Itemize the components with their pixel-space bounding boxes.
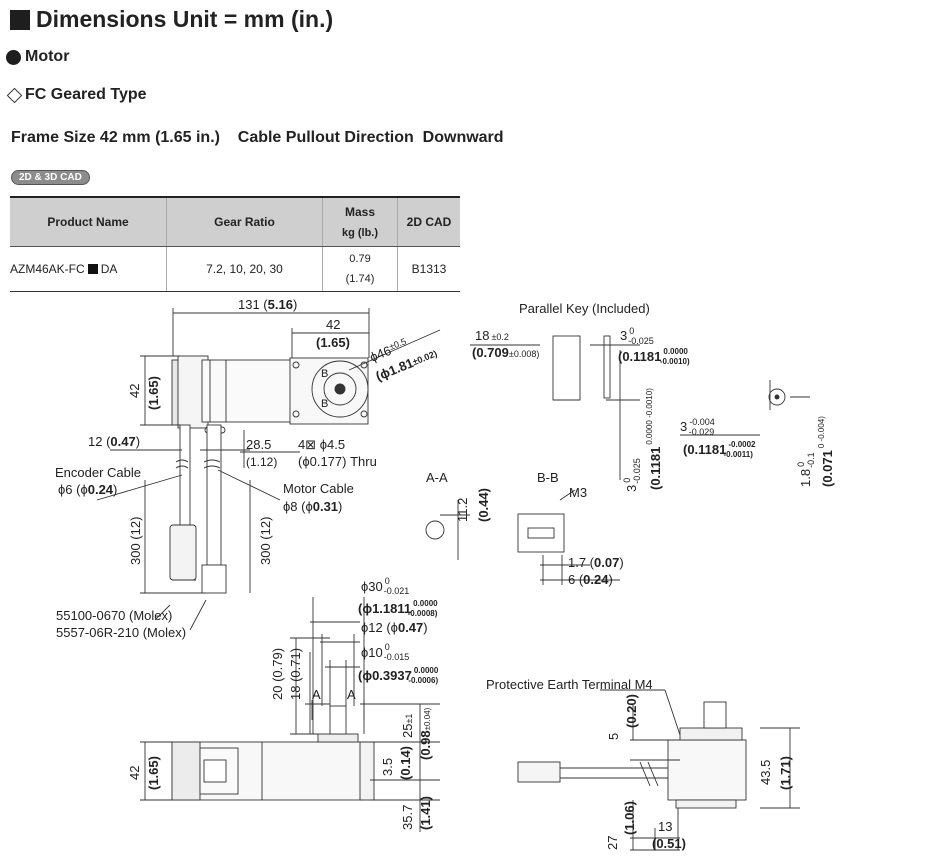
dim-5: 5 <box>606 733 621 740</box>
mass-lb: (1.74) <box>345 273 375 285</box>
dim-300-right: 300 (12) <box>258 517 273 565</box>
motor-front-view <box>169 355 369 594</box>
cell-gear: 7.2, 10, 20, 30 <box>166 246 323 292</box>
square-placeholder-icon <box>87 264 98 274</box>
vert-071: (0.0710 -0.004) <box>817 416 835 487</box>
section-aa: A-A <box>426 470 448 485</box>
vert-1-8: 1.80-0.1 <box>796 452 816 487</box>
table-header-row: Product Name Gear Ratio Mass kg (lb.) 2D… <box>10 196 460 247</box>
header-product: Product Name <box>10 196 167 247</box>
key-709: (0.709±0.008) <box>472 345 539 360</box>
dim-0-20: (0.20) <box>624 694 639 728</box>
dim-1-06: (1.06) <box>622 801 637 835</box>
dim-165-bottom: (1.65) <box>146 756 161 790</box>
dim-1-7: 1.7 (0.07) <box>568 555 624 570</box>
header-cad: 2D CAD <box>397 196 460 247</box>
dim-3-5: 3.5 <box>380 758 395 776</box>
cell-product: AZM46AK-FC DA <box>10 246 167 292</box>
encoder-cable-diameter: ϕ6 (ϕ0.24) <box>58 482 117 497</box>
dim-1-71: (1.71) <box>778 756 793 790</box>
dim-42-top: 42 <box>326 317 340 332</box>
motor-rear-view <box>517 701 747 809</box>
geared-type-heading: FC Geared Type <box>6 86 147 104</box>
encoder-cable-label: Encoder Cable <box>55 465 141 480</box>
table-row: AZM46AK-FC DA 7.2, 10, 20, 30 0.79 (1.74)… <box>10 246 460 292</box>
title-text: Dimensions Unit = mm (in.) <box>36 6 334 32</box>
dim-28-5: 28.5 <box>246 437 271 452</box>
dim-25: 25±1 <box>400 714 415 738</box>
header-mass-label: Mass <box>344 205 376 219</box>
connector-1: 55100-0670 (Molex) <box>56 608 172 623</box>
cell-mass: 0.79 (1.74) <box>322 246 398 292</box>
m3-label: M3 <box>569 485 587 500</box>
vert-3: 30-0.025 <box>622 458 642 492</box>
section-title: Dimensions Unit = mm (in.) <box>10 6 333 33</box>
motor-side-view <box>171 705 375 801</box>
header-mass-unit: kg (lb.) <box>341 227 379 239</box>
mass-kg: 0.79 <box>349 253 371 265</box>
dim-13: 13 <box>658 819 672 834</box>
product-name-b: DA <box>100 262 118 276</box>
motor-cable-label: Motor Cable <box>283 481 354 496</box>
motor-heading-text: Motor <box>25 48 70 65</box>
dim-1-12: (1.12) <box>246 455 277 469</box>
dim-27: 27 <box>605 836 620 850</box>
header-mass: Mass kg (lb.) <box>322 196 398 247</box>
dim-11-2: 11.2 <box>455 498 470 522</box>
parallel-key-title: Parallel Key (Included) <box>519 301 650 316</box>
label-b-bottom: B <box>321 398 328 410</box>
label-a-right: A <box>347 687 356 702</box>
connector-2: 5557-06R-210 (Molex) <box>56 625 186 640</box>
frame-size-line: Frame Size 42 mm (1.65 in.) Cable Pullou… <box>11 129 504 146</box>
product-name-a: AZM46AK-FC <box>10 262 85 276</box>
circle-bullet-icon <box>6 49 21 65</box>
square-bullet-icon <box>10 9 30 30</box>
dim-0-44: (0.44) <box>476 488 491 522</box>
dim-35-7: 35.7 <box>400 805 415 830</box>
dim-0-98: (0.98±0.04) <box>418 707 433 760</box>
dim-12: 12 (0.47) <box>88 434 140 449</box>
dim-0-14: (0.14) <box>398 746 413 780</box>
cad-badge[interactable]: 2D & 3D CAD <box>11 170 90 185</box>
spec-table: Product Name Gear Ratio Mass kg (lb.) 2D… <box>10 196 460 292</box>
key-1181b: (0.1181-0.0002-0.0011) <box>683 440 756 459</box>
key-3b: 3-0.004-0.029 <box>680 417 715 437</box>
dim-0-51: (0.51) <box>652 836 686 851</box>
pe-terminal-label: Protective Earth Terminal M4 <box>486 677 653 692</box>
label-b-top: B <box>321 368 328 380</box>
dim-6: 6 (0.24) <box>568 572 613 587</box>
vert-1181: (0.11810.0000 -0.0010) <box>645 388 663 490</box>
dim-42-bottom: 42 <box>127 766 142 780</box>
dim-43-5: 43.5 <box>758 760 773 785</box>
cell-cad[interactable]: B1313 <box>397 246 460 292</box>
label-a-left: A <box>312 687 321 702</box>
dim-phi12: ϕ12 (ϕ0.47) <box>361 620 428 635</box>
dim-42-side: 42 <box>127 384 142 398</box>
geared-type-text: FC Geared Type <box>25 86 147 103</box>
motor-heading: Motor <box>6 48 69 66</box>
section-bb: B-B <box>537 470 559 485</box>
dim-131: 131 (5.16) <box>238 297 297 312</box>
dim-1-41: (1.41) <box>418 796 433 830</box>
header-gear: Gear Ratio <box>166 196 323 247</box>
dim-165-top: (1.65) <box>316 335 350 350</box>
dim-20: 20 (0.79) <box>270 648 285 700</box>
key-18: 18±0.2 <box>475 328 509 343</box>
dim-300-left: 300 (12) <box>128 517 143 565</box>
dim-18: 18 (0.71) <box>288 648 303 700</box>
holes-inch: (ϕ0.177) Thru <box>298 454 377 469</box>
dim-165-side: (1.65) <box>146 376 161 410</box>
holes-label: 4⊠ ϕ4.5 <box>298 437 345 452</box>
motor-cable-diameter: ϕ8 (ϕ0.31) <box>283 499 342 514</box>
